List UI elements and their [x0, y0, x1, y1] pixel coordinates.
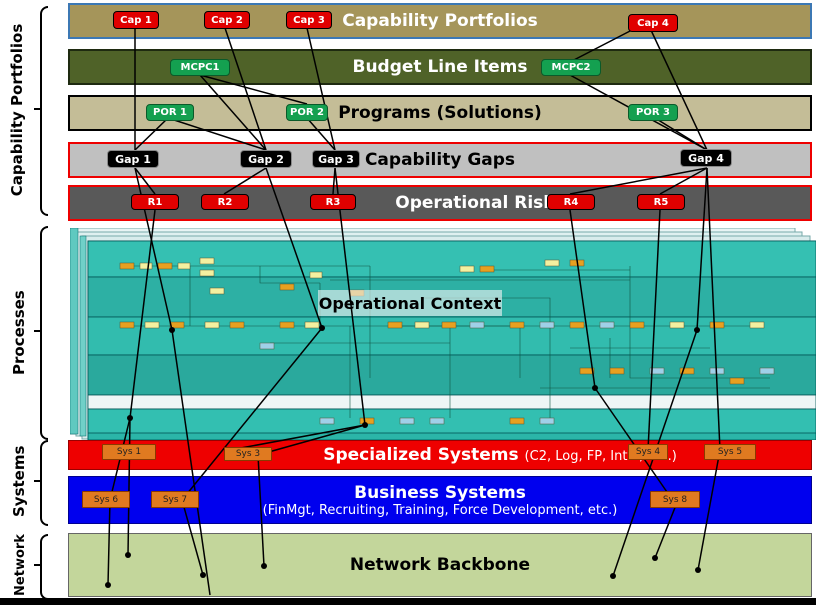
tag-gap-4[interactable]: Gap 4	[680, 149, 732, 167]
tag-por-1[interactable]: POR 1	[146, 104, 194, 121]
tag-r4[interactable]: R4	[547, 194, 595, 210]
tag-por-2[interactable]: POR 2	[286, 104, 328, 121]
business-systems-title: Business Systems	[354, 482, 526, 503]
band-programs-label: Programs (Solutions)	[338, 103, 542, 123]
tag-cap-2[interactable]: Cap 2	[204, 11, 250, 29]
band-operational-risks-label: Operational Risks	[395, 193, 565, 213]
tag-gap-2[interactable]: Gap 2	[240, 150, 292, 168]
tag-gap-1[interactable]: Gap 1	[107, 150, 159, 168]
business-systems-sub: (FinMgt, Recruiting, Training, Force Dev…	[262, 502, 618, 518]
band-capability-gaps-label: Capability Gaps	[364, 150, 516, 170]
tag-r3[interactable]: R3	[310, 194, 356, 210]
tag-r2[interactable]: R2	[201, 194, 249, 210]
band-network-backbone: Network Backbone	[68, 533, 812, 597]
band-capability-portfolios-label: Capability Portfolios	[342, 11, 538, 31]
band-programs: Programs (Solutions)	[68, 95, 812, 131]
band-capability-portfolios: Capability Portfolios	[68, 3, 812, 39]
bottom-strip	[0, 598, 816, 605]
tag-r1[interactable]: R1	[131, 194, 179, 210]
brace-processes	[40, 226, 48, 440]
band-network-backbone-label: Network Backbone	[349, 555, 531, 575]
tag-por-3[interactable]: POR 3	[628, 104, 678, 121]
brace-systems-tip	[34, 480, 42, 482]
operational-context-diagram	[70, 228, 816, 440]
tag-mcpc2[interactable]: MCPC2	[541, 59, 601, 76]
tag-sys-4[interactable]: Sys 4	[628, 444, 668, 460]
specialized-systems-title: Specialized Systems	[323, 445, 519, 465]
band-operational-risks: Operational Risks	[68, 185, 812, 221]
tag-sys-3[interactable]: Sys 3	[224, 447, 272, 461]
tag-cap-3[interactable]: Cap 3	[286, 11, 332, 29]
brace-processes-tip	[34, 330, 42, 332]
band-budget-line-items-label: Budget Line Items	[352, 57, 528, 77]
operational-context-label-box: Operational Context	[318, 290, 502, 316]
brace-network-tip	[34, 564, 42, 566]
tag-mcpc1[interactable]: MCPC1	[170, 59, 230, 76]
tag-gap-3[interactable]: Gap 3	[312, 150, 360, 168]
brace-capability	[40, 6, 48, 216]
tag-cap-4[interactable]: Cap 4	[628, 14, 678, 32]
brace-capability-tip	[34, 108, 42, 110]
brace-systems	[40, 440, 48, 526]
tag-sys-7[interactable]: Sys 7	[151, 491, 199, 508]
tag-sys-6[interactable]: Sys 6	[82, 491, 130, 508]
tag-r5[interactable]: R5	[637, 194, 685, 210]
tag-cap-1[interactable]: Cap 1	[113, 11, 159, 29]
tag-sys-1[interactable]: Sys 1	[102, 444, 156, 460]
tag-sys-8[interactable]: Sys 8	[650, 491, 700, 508]
operational-context-label: Operational Context	[318, 293, 502, 313]
tag-sys-5[interactable]: Sys 5	[704, 444, 756, 460]
